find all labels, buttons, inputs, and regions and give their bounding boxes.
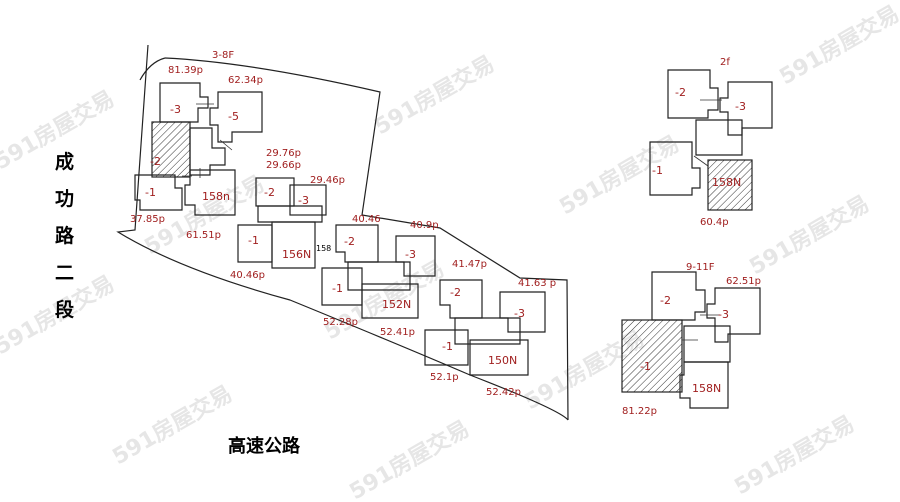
area-label: 40.46 [352,214,381,225]
area-label: 41.63 p [518,278,556,289]
building-b-labels: 29.76p 29.66p 29.46p 40.46p -2 -3 -1 156… [230,148,345,281]
area-label: 81.39p [168,65,203,76]
unit-label: -2 [150,155,161,168]
unit-label: -1 [145,186,156,199]
area-label: 52.42p [486,387,521,398]
road-char: 路 [55,224,75,247]
road-horizontal-label: 高速公路 [228,435,301,457]
area-label: 41.47p [452,259,487,270]
building-f [621,271,761,409]
floor-label: 3-8F [212,50,234,61]
building-e [649,69,773,211]
unit-label: -2 [450,286,461,299]
building-e-labels: 2f 60.4p -2 -3 -1 158N [652,57,746,228]
area-label: 40.46p [230,270,265,281]
unit-label: -1 [248,234,259,247]
building-b [237,177,327,269]
site-boundary [116,44,569,421]
area-label: 62.34p [228,75,263,86]
area-label: 29.76p [266,148,301,159]
unit-label: -3 [298,194,309,207]
watermark: 591房屋交易 [345,416,474,502]
unit-label: 150N [488,354,517,367]
area-label: 62.51p [726,276,761,287]
building-f-labels: 9-11F 62.51p 81.22p -2 -3 -1 158N [622,262,761,417]
unit-label: -3 [405,248,416,261]
area-label: 29.66p [266,160,301,171]
unit-label: -2 [264,186,275,199]
unit-label: -2 [675,86,686,99]
area-label: 37.85p [130,214,165,225]
marker-label: 158 [316,244,331,253]
unit-label: -3 [718,308,729,321]
watermark: 591房屋交易 [775,1,900,90]
unit-label: -3 [170,103,181,116]
road-char: 成 [55,150,74,173]
floor-label: 9-11F [686,262,715,273]
unit-label: -1 [652,164,663,177]
road-vertical: 成 功 路 二 段 [55,150,75,321]
road-char: 功 [55,188,74,210]
floor-label: 2f [720,57,730,68]
watermark: 591房屋交易 [370,51,499,140]
road-char: 段 [55,298,75,321]
watermark: 591房屋交易 [730,411,859,500]
unit-label: 156N [282,248,311,261]
unit-label: 158N [692,382,721,395]
area-label: 52.28p [323,317,358,328]
unit-label: -3 [514,307,525,320]
area-label: 40.9p [410,220,439,231]
area-label: 60.4p [700,217,729,228]
unit-label: -2 [660,294,671,307]
watermark: 591房屋交易 [555,131,684,220]
area-label: 52.1p [430,372,459,383]
watermark: 591房屋交易 [108,381,237,470]
unit-label: 158N [712,176,741,189]
unit-label: -1 [442,340,453,353]
building-a-labels: 3-8F 81.39p 62.34p 37.85p 61.51p -3 -5 -… [130,50,263,241]
area-label: 81.22p [622,406,657,417]
area-label: 29.46p [310,175,345,186]
watermark: 591房屋交易 [745,191,874,280]
unit-label: -3 [735,100,746,113]
unit-label: -5 [228,110,239,123]
building-c-labels: 40.46 40.9p 52.28p 52.41p -2 -3 -1 152N [323,214,439,338]
area-label: 61.51p [186,230,221,241]
unit-label: 158n [202,190,230,203]
unit-label: 152N [382,298,411,311]
road-char: 二 [55,262,74,284]
area-label: 52.41p [380,327,415,338]
unit-label: -2 [344,235,355,248]
unit-label: -1 [332,282,343,295]
unit-label: -1 [640,360,651,373]
building-c [321,224,436,319]
building-d-labels: 41.47p 41.63 p 52.1p 52.42p -2 -3 -1 150… [430,259,556,398]
building-a [134,82,263,216]
building-d [424,279,546,376]
